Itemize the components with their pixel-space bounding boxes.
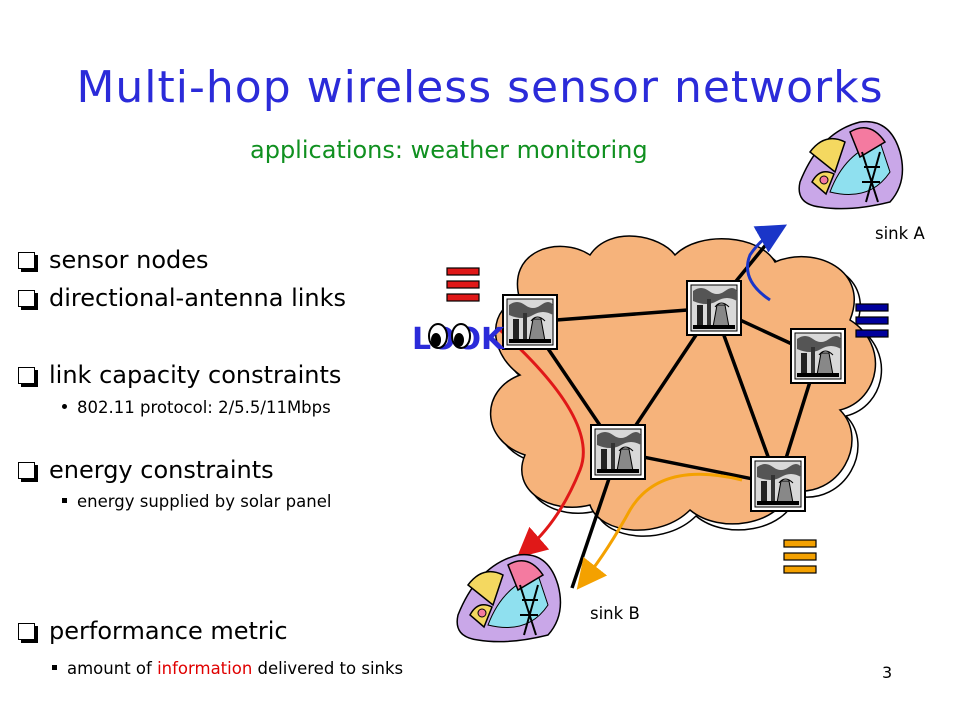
square-bullet-icon: [52, 665, 57, 670]
orange-flow-arrow: [576, 472, 743, 590]
bullet-text: link capacity constraints: [49, 361, 342, 389]
sensor-node-icon: [790, 328, 846, 384]
orange-queue-icon: [783, 539, 817, 574]
sensor-node-icon: [686, 280, 742, 336]
page-number: 3: [882, 663, 893, 682]
satellite-dish-icon: [798, 120, 904, 210]
sub-bullet-metric: amount of information delivered to sinks: [22, 659, 403, 678]
bullet-directional-links: directional-antenna links: [18, 284, 346, 312]
satellite-dish-icon: [456, 553, 562, 643]
checkbox-bullet-icon: [18, 462, 35, 479]
red-queue-icon: [446, 267, 480, 302]
highlight-word: information: [157, 659, 253, 678]
sub-bullet-text-end: delivered to sinks: [252, 659, 404, 678]
link-2-5: [712, 307, 780, 485]
checkbox-bullet-icon: [18, 367, 35, 384]
bullet-text: sensor nodes: [49, 246, 209, 274]
checkbox-bullet-icon: [18, 290, 35, 307]
sensor-node-icon: [590, 424, 646, 480]
look-eyes-icon: LOOK: [412, 322, 506, 357]
bullet-performance: performance metric: [18, 617, 288, 645]
sub-bullet-protocol: 802.11 protocol: 2/5.5/11Mbps: [62, 398, 331, 417]
bullet-text: energy constraints: [49, 456, 274, 484]
slide-title: Multi-hop wireless sensor networks: [76, 62, 884, 113]
checkbox-bullet-icon: [18, 252, 35, 269]
sub-bullet-text: 802.11 protocol: 2/5.5/11Mbps: [77, 398, 331, 417]
dot-bullet-icon: [62, 404, 67, 409]
sink-a-label: sink A: [875, 224, 925, 243]
blue-queue-icon: [855, 303, 889, 338]
bullet-text: directional-antenna links: [49, 284, 347, 312]
slide-subtitle: applications: weather monitoring: [250, 136, 648, 164]
red-flow-arrow: [498, 328, 585, 558]
sink-b-label: sink B: [590, 604, 640, 623]
checkbox-bullet-icon: [18, 623, 35, 640]
sensor-node-icon: [750, 456, 806, 512]
sensor-node-icon: [502, 294, 558, 350]
link-1-2: [529, 306, 715, 324]
sub-bullet-text: energy supplied by solar panel: [77, 492, 332, 511]
bullet-sensor-nodes: sensor nodes: [18, 246, 209, 274]
sub-bullet-text: amount of: [67, 659, 158, 678]
blue-flow-arrow: [746, 224, 788, 302]
bullet-text: performance metric: [49, 617, 288, 645]
sub-bullet-solar: energy supplied by solar panel: [62, 492, 331, 511]
square-bullet-icon: [62, 498, 67, 503]
bullet-energy: energy constraints: [18, 456, 274, 484]
bullet-capacity: link capacity constraints: [18, 361, 341, 389]
